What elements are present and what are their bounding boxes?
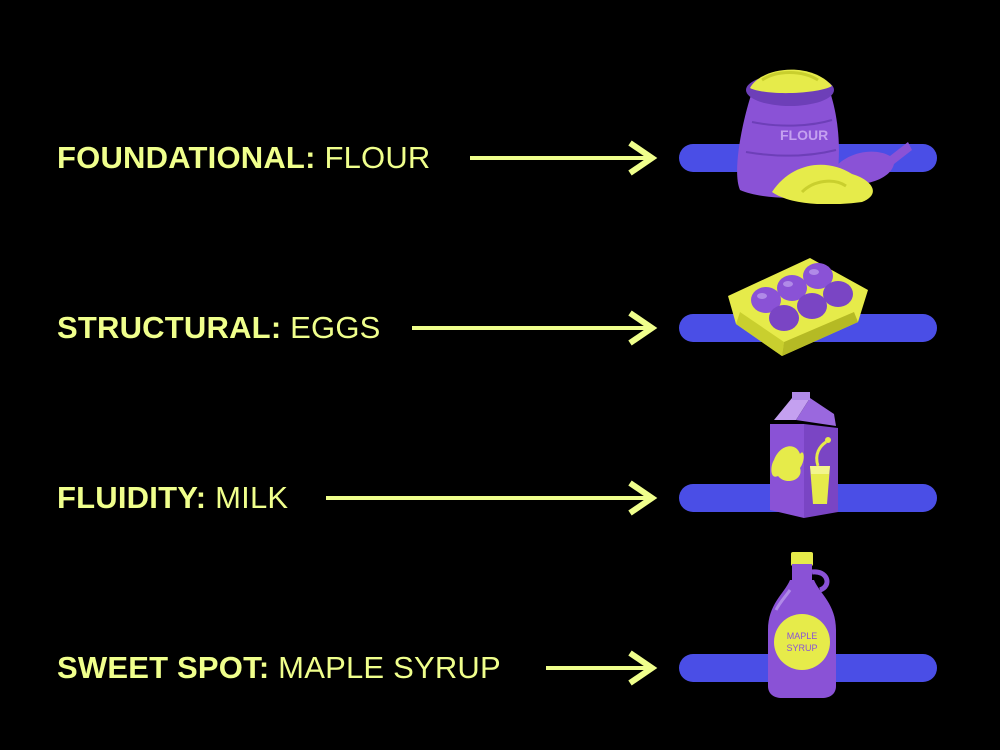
ingredient-label: MILK: [215, 480, 289, 515]
row-flour: FOUNDATIONAL: FLOUR FLOUR: [0, 60, 1000, 230]
row-label: STRUCTURAL: EGGS: [57, 310, 381, 346]
row-milk: FLUIDITY: MILK: [0, 392, 1000, 570]
maple-syrup-bottle-icon: MAPLE SYRUP: [768, 552, 836, 698]
row-label: FOUNDATIONAL: FLOUR: [57, 140, 431, 176]
separator: :: [305, 140, 316, 175]
category-label: SWEET SPOT: [57, 650, 259, 685]
category-label: FOUNDATIONAL: [57, 140, 306, 175]
row-maple-syrup: SWEET SPOT: MAPLE SYRUP MAPLE SYRUP: [0, 552, 1000, 740]
milk-carton-icon: [770, 392, 838, 518]
ingredient-label: MAPLE SYRUP: [278, 650, 501, 685]
separator: :: [195, 480, 207, 515]
flour-sack-icon: FLOUR: [737, 69, 912, 204]
category-label: STRUCTURAL: [57, 310, 271, 345]
separator: :: [258, 650, 270, 685]
arrow-icon: [546, 650, 658, 686]
category-label: FLUIDITY: [57, 480, 196, 515]
separator: :: [270, 310, 282, 345]
egg-carton-icon: [728, 258, 868, 356]
row-eggs: STRUCTURAL: EGGS: [0, 230, 1000, 400]
sack-label: FLOUR: [780, 127, 828, 143]
arrow-icon: [470, 140, 658, 176]
bottle-label-line2: SYRUP: [786, 643, 817, 653]
row-label: FLUIDITY: MILK: [57, 480, 288, 516]
ingredient-label: FLOUR: [324, 140, 431, 175]
bottle-label-line1: MAPLE: [787, 631, 818, 641]
ingredient-label: EGGS: [290, 310, 381, 345]
arrow-icon: [326, 480, 658, 516]
row-label: SWEET SPOT: MAPLE SYRUP: [57, 650, 501, 686]
arrow-icon: [412, 310, 658, 346]
